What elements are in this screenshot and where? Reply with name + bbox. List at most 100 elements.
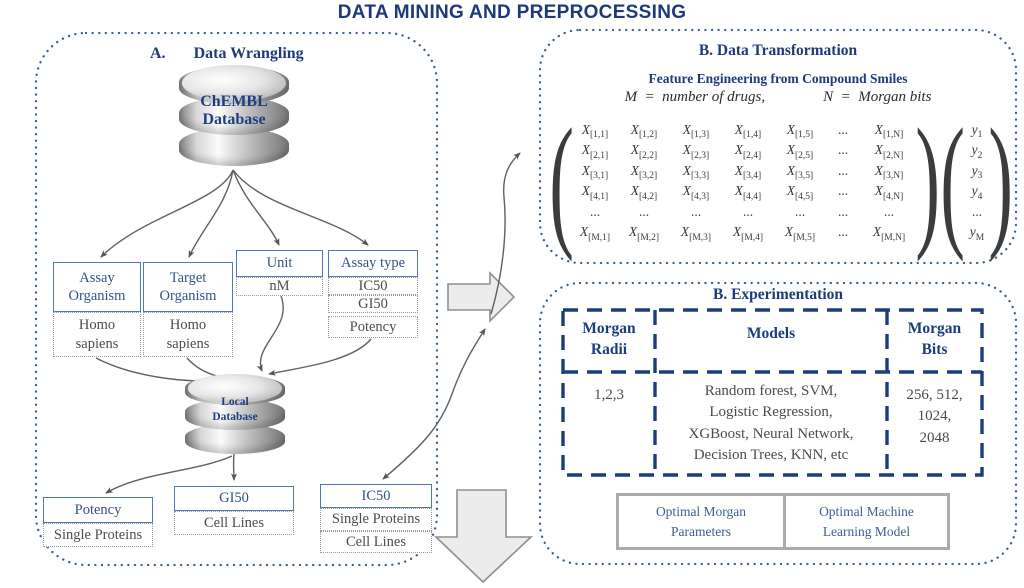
- output-potency-value: Single Proteins: [43, 523, 153, 547]
- matrix-cell: X[1,3]: [682, 121, 710, 141]
- matrix-cell: X[2,1]: [581, 142, 609, 161]
- yvector-open-paren: (: [940, 99, 966, 263]
- arrow-localdb-to-potency: [105, 455, 233, 494]
- matrix-open-paren: (: [549, 99, 575, 263]
- output-gi50-value: Cell Lines: [174, 511, 294, 535]
- definition-m: M = number of drugs,: [624, 89, 766, 105]
- matrix-cell: X[M,5]: [784, 224, 816, 243]
- table-header-morgan-bits: Morgan Bits: [907, 320, 962, 358]
- matrix-cell: X[2,3]: [682, 142, 710, 161]
- feature-matrix: ( X[1,1]X[1,2]X[1,3]X[1,4]X[1,5]...X[1,N…: [549, 99, 1014, 263]
- arrow-chembl-to-assay-organism: [100, 169, 234, 258]
- matrix-cell: ...: [837, 183, 849, 199]
- matrix-cell: X[1,2]: [630, 121, 658, 141]
- filter-assay-organism-value: Homo sapiens: [53, 312, 141, 357]
- matrix-grid: X[1,1]X[1,2]X[1,3]X[1,4]X[1,5]...X[1,N]X…: [572, 120, 918, 243]
- filter-assay-type-value-potency: Potency: [328, 316, 418, 338]
- table-header-morgan-radii: Morgan Radii: [582, 320, 636, 358]
- matrix-cell: X[M,4]: [732, 224, 764, 243]
- filter-unit-value: nM: [236, 277, 323, 296]
- matrix-definitions: M = number of drugs, N = Morgan bits: [540, 89, 1016, 106]
- matrix-cell: X[4,2]: [630, 183, 658, 202]
- matrix-cell: X[4,3]: [682, 183, 710, 202]
- output-ic50-value-proteins: Single Proteins: [320, 508, 432, 531]
- matrix-cell: X[1,4]: [734, 121, 762, 141]
- matrix-cell: X[3,2]: [630, 162, 658, 182]
- matrix-cell: X[4,5]: [786, 183, 814, 202]
- arrow-to-data-transformation: [490, 152, 521, 315]
- matrix-cell: X[3,1]: [581, 162, 609, 182]
- panel-a-letter: A.: [150, 45, 166, 62]
- yvector-close-paren: ): [988, 99, 1014, 263]
- matrix-cell: X[3,3]: [682, 162, 710, 182]
- filter-unit: Unit: [236, 250, 323, 277]
- table-cell-morgan-radii: 1,2,3: [594, 387, 624, 403]
- page-title: DATA MINING AND PREPROCESSING: [337, 2, 687, 23]
- output-gi50: GI50: [174, 486, 294, 511]
- chembl-database-cylinder: ChEMBL Database: [179, 65, 289, 166]
- filter-assay-type-value-gi50: GI50: [328, 295, 418, 313]
- matrix-cell: ...: [883, 203, 895, 219]
- chembl-database-label: ChEMBL Database: [200, 93, 268, 129]
- matrix-cell: X[4,N]: [874, 183, 904, 202]
- matrix-cell: ...: [837, 142, 849, 158]
- matrix-cell: y1: [971, 121, 983, 141]
- block-arrow-right: [447, 271, 516, 323]
- filter-target-organism-value: Homo sapiens: [143, 312, 233, 357]
- table-header-models: Models: [746, 325, 796, 342]
- outcome-boxes: Optimal Morgan Parameters Optimal Machin…: [616, 493, 950, 550]
- outcome-optimal-ml-model: Optimal Machine Learning Model: [783, 496, 947, 547]
- matrix-cell: X[3,5]: [786, 162, 814, 182]
- matrix-cell: X[2,4]: [734, 142, 762, 161]
- matrix-cell: y2: [971, 142, 983, 161]
- matrix-cell: ...: [837, 121, 849, 137]
- experiment-table-border: [561, 308, 984, 477]
- matrix-cell: X[M,3]: [680, 224, 712, 243]
- block-arrow-down: [434, 489, 534, 584]
- cylinder-top: [182, 65, 286, 101]
- output-ic50: IC50: [320, 484, 432, 508]
- local-database-label: Local Database: [212, 395, 258, 423]
- panel-a-label: Data Wrangling: [193, 45, 304, 62]
- matrix-cell: X[4,4]: [734, 183, 762, 202]
- panel-b1-title: B. Data Transformation: [698, 42, 858, 59]
- matrix-cell: ...: [690, 203, 702, 219]
- matrix-cell: y4: [971, 183, 983, 202]
- cylinder-top: [188, 374, 282, 403]
- matrix-cell: ...: [837, 224, 849, 240]
- panel-a-border: [34, 31, 439, 567]
- matrix-cell: X[2,5]: [786, 142, 814, 161]
- panel-borders: [34, 28, 1018, 567]
- local-database-cylinder: Local Database: [185, 374, 285, 454]
- matrix-cell: yM: [969, 224, 985, 243]
- matrix-cell: X[2,2]: [630, 142, 658, 161]
- panel-a-title: A. Data Wrangling: [150, 45, 304, 63]
- matrix-cell: X[2,N]: [874, 142, 904, 161]
- matrix-cell: X[M,1]: [579, 224, 611, 243]
- filter-assay-organism: Assay Organism: [53, 262, 141, 312]
- panel-b2-title: B. Experimentation: [712, 286, 844, 303]
- matrix-cell: X[1,1]: [581, 121, 609, 141]
- arrow-ic50-blockarrow-link: [382, 328, 486, 480]
- filter-assay-type-value-ic50: IC50: [328, 277, 418, 295]
- arrow-chembl-to-target-organism: [188, 169, 234, 258]
- panel-b2-border: [538, 281, 1018, 566]
- arrow-assay-type-to-localdb: [268, 338, 372, 376]
- output-ic50-value-celllines: Cell Lines: [320, 531, 432, 553]
- matrix-cell: ...: [589, 203, 601, 219]
- filter-target-organism: Target Organism: [143, 262, 233, 312]
- definition-n: N = Morgan bits: [823, 89, 932, 105]
- matrix-cell: X[M,2]: [628, 224, 660, 243]
- arrow-chembl-to-assay-type: [232, 169, 369, 246]
- matrix-cell: ...: [837, 162, 849, 178]
- filter-assay-type: Assay type: [328, 250, 418, 277]
- matrix-cell: y3: [971, 162, 983, 182]
- matrix-cell: ...: [742, 203, 754, 219]
- matrix-cell: X[1,5]: [786, 121, 814, 141]
- matrix-cell: X[4,1]: [581, 183, 609, 202]
- table-cell-morgan-bits: 256, 512, 1024, 2048: [906, 387, 963, 446]
- matrix-cell: ...: [837, 203, 849, 219]
- output-potency: Potency: [43, 497, 153, 523]
